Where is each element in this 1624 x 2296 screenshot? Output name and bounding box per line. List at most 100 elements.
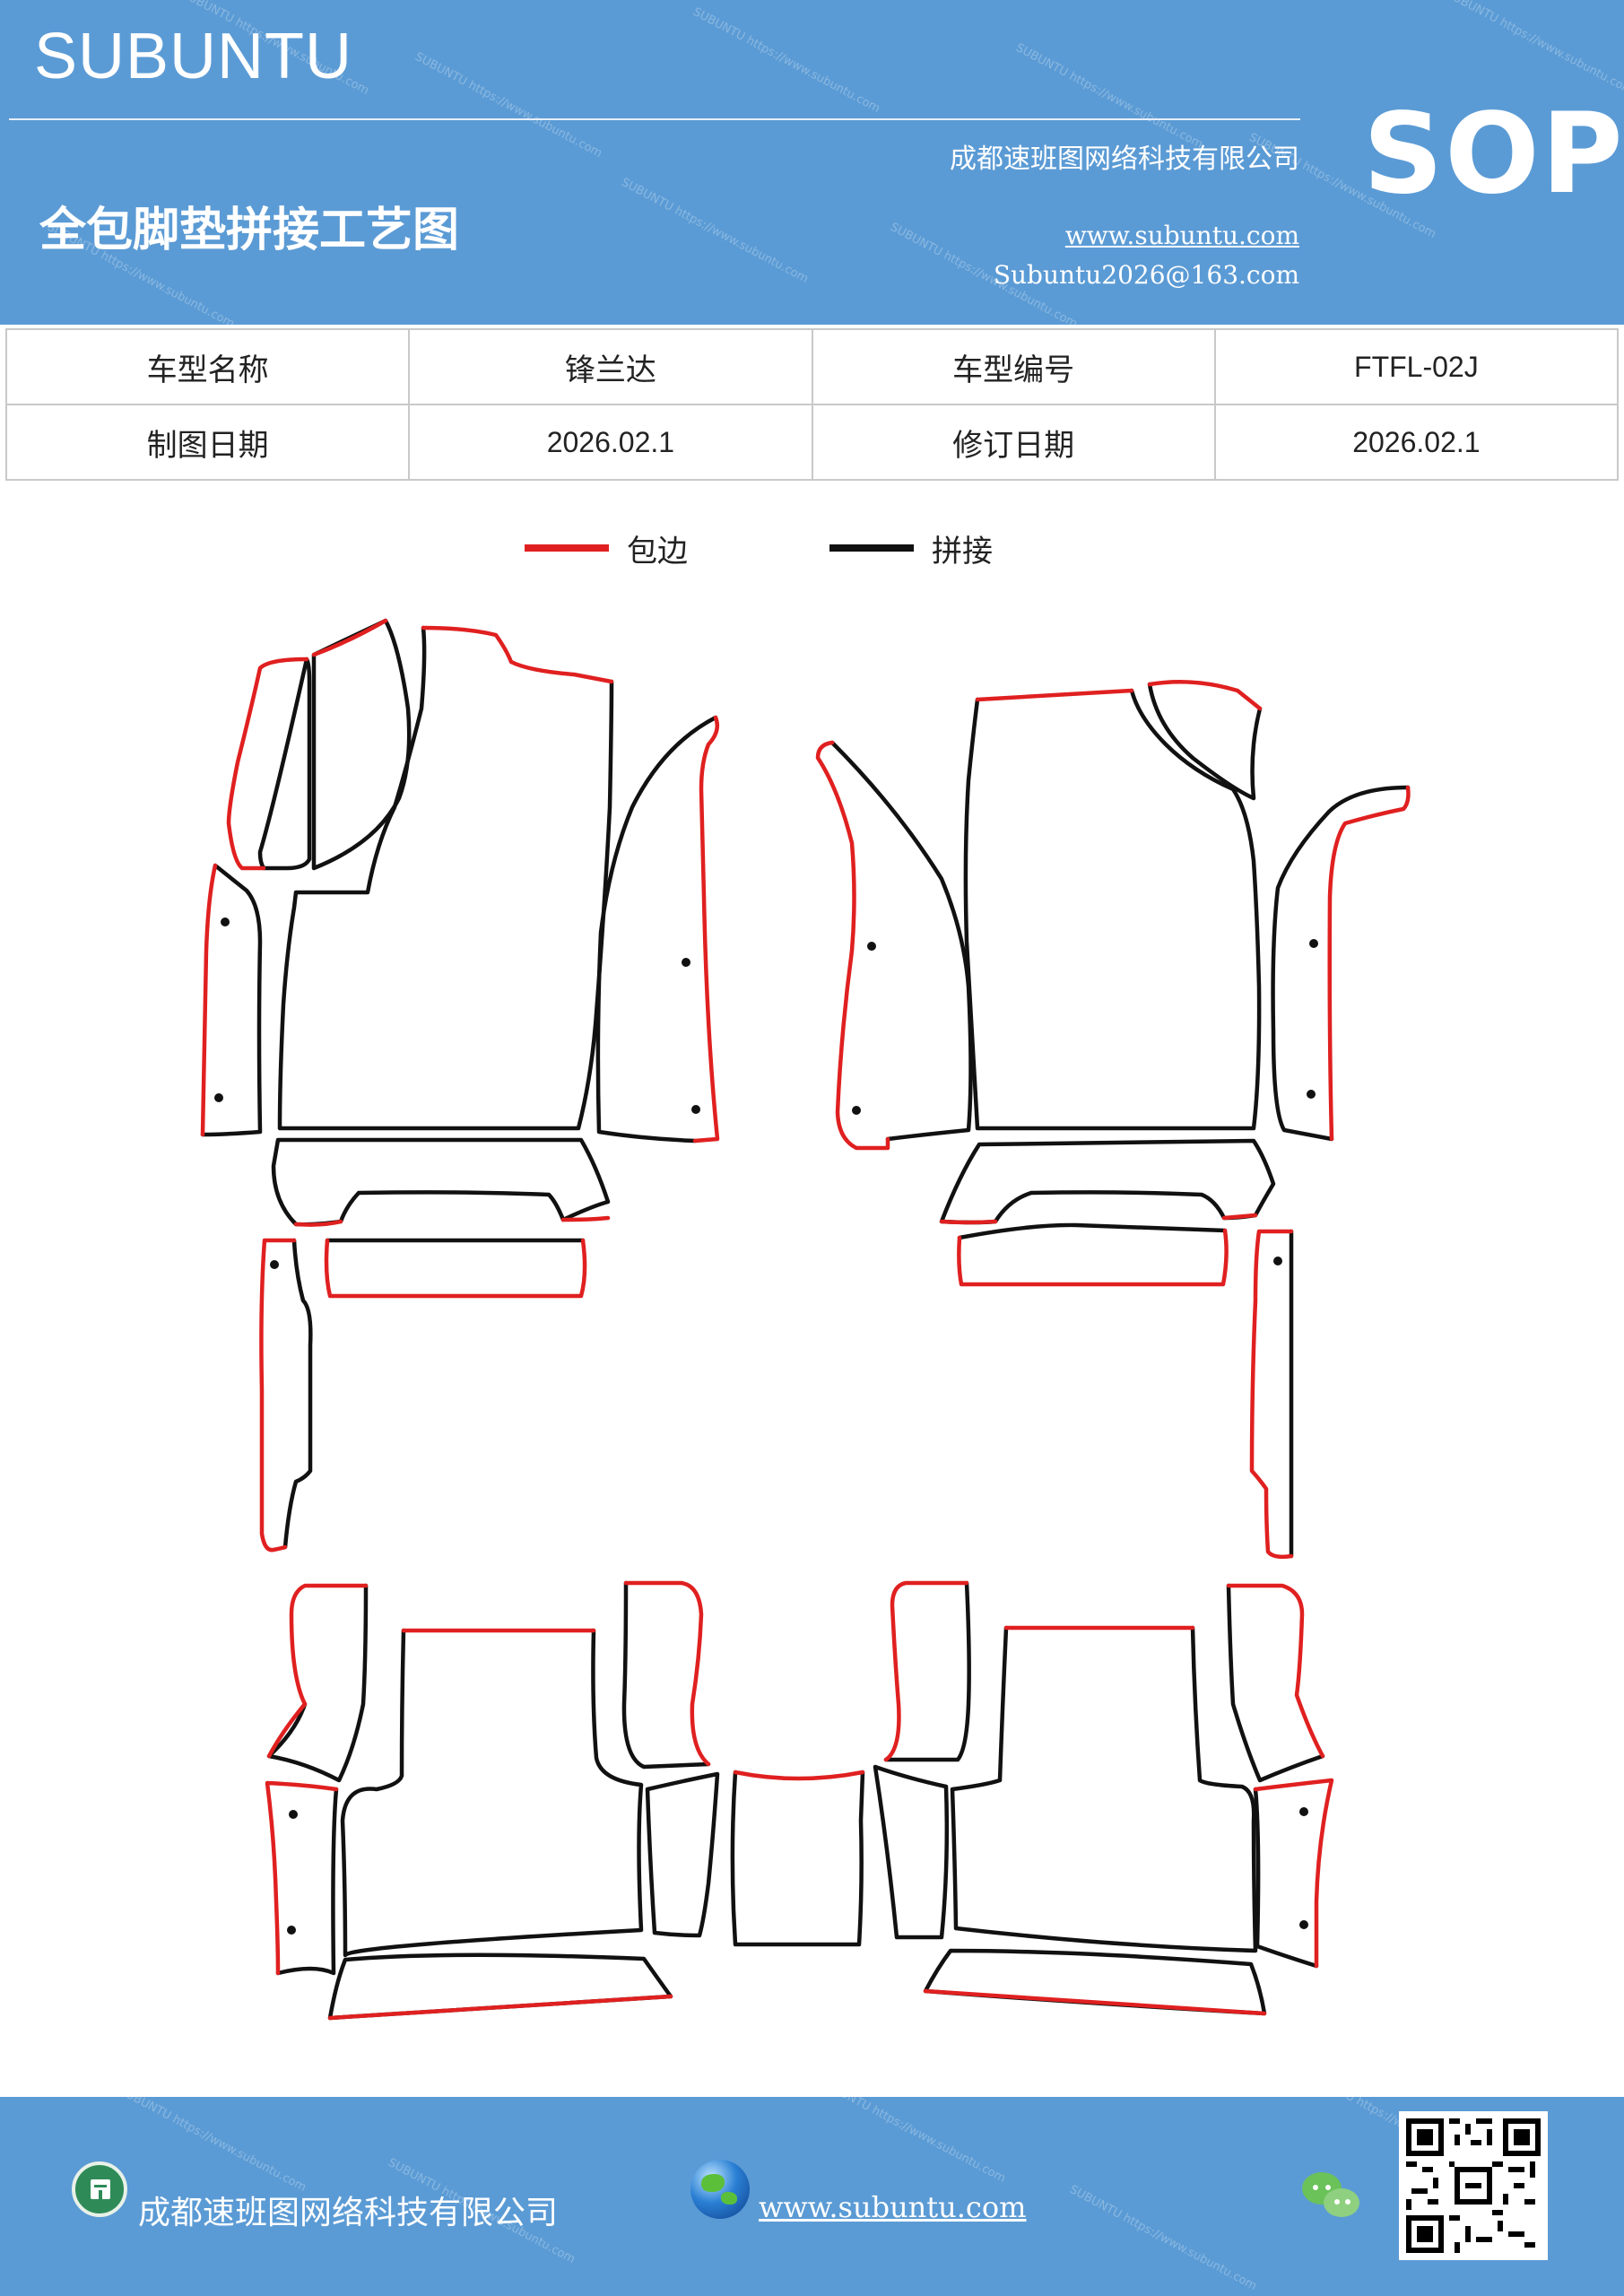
mat-piece-outline — [257, 657, 312, 871]
mat-piece-outline — [950, 1625, 1258, 1953]
front-right-mat-group — [815, 680, 1411, 1560]
mat-clip-hole — [682, 958, 690, 967]
mat-piece-outline — [1226, 1583, 1325, 1783]
mat-piece-outline — [873, 1764, 950, 1940]
rear-right-mat-group — [873, 1580, 1334, 2016]
mat-piece-outline — [266, 1583, 369, 1783]
mat-piece-outline — [282, 1238, 313, 1550]
mat-piece-edge-binding — [733, 1770, 865, 1781]
label-revision-date: 修订日期 — [811, 404, 1216, 481]
company-name: 成都速班图网络科技有限公司 — [950, 144, 1299, 175]
center-hump-mat-group — [730, 1770, 865, 1947]
mat-piece-edge-binding — [265, 1780, 339, 1976]
wechat-icon[interactable] — [1302, 2172, 1365, 2226]
mat-clip-hole — [221, 918, 230, 926]
label-vehicle-name: 车型名称 — [4, 328, 411, 405]
mat-piece-edge-binding — [1327, 785, 1411, 1142]
mat-clip-hole — [287, 1926, 296, 1935]
mat-piece-outline — [957, 1222, 1228, 1240]
mat-piece-edge-binding — [259, 1238, 297, 1552]
mat-clip-hole — [214, 1093, 223, 1102]
mat-piece-edge-binding — [957, 1228, 1229, 1287]
watermark: SUBUNTU https://www.subuntu.com — [413, 49, 604, 161]
watermark: SUBUNTU https://www.subuntu.com — [1444, 0, 1624, 99]
legend-swatch-black — [829, 544, 914, 552]
mat-clip-hole — [1309, 939, 1318, 948]
email-address: Subuntu2026@163.com — [993, 260, 1299, 290]
mat-clip-hole — [1299, 1920, 1308, 1929]
header-banner: SUBUNTU https://www.subuntu.com SUBUNTU … — [0, 0, 1624, 325]
floor-mat-splice-diagram — [200, 618, 1411, 2021]
mat-piece-outline — [271, 1137, 611, 1227]
value-drawing-date: 2026.02.1 — [408, 404, 813, 481]
mat-piece-edge-binding — [421, 625, 614, 684]
qr-code — [1399, 2111, 1548, 2260]
mat-piece-edge-binding — [1253, 1778, 1334, 1969]
vehicle-info-table: 车型名称 锋兰达 车型编号 FTFL-02J 制图日期 2026.02.1 修订… — [4, 328, 1620, 481]
watermark: SUBUNTU https://www.subuntu.com — [619, 175, 811, 287]
mat-piece-edge-binding — [327, 1994, 673, 2021]
page-title: 全包脚垫拼接工艺图 — [39, 203, 460, 257]
mat-piece-edge-binding — [311, 618, 388, 657]
label-vehicle-code: 车型编号 — [811, 328, 1216, 405]
mat-piece-edge-binding — [1221, 1213, 1258, 1221]
front-left-mat-group — [200, 618, 720, 1552]
mat-piece-edge-binding — [324, 1238, 587, 1299]
rear-left-mat-group — [265, 1580, 720, 2021]
mat-piece-edge-binding — [266, 1583, 369, 1759]
watermark: SUBUNTU https://www.subuntu.com — [1013, 40, 1205, 152]
legend-label: 包边 — [627, 533, 688, 570]
mat-piece-outline — [645, 1771, 720, 1938]
value-revision-date: 2026.02.1 — [1213, 404, 1620, 481]
building-icon — [72, 2161, 127, 2217]
table-row: 车型名称 锋兰达 车型编号 FTFL-02J — [4, 328, 1620, 405]
mat-piece-outline — [595, 715, 718, 1144]
footer-website-link[interactable]: www.subuntu.com — [759, 2190, 1027, 2224]
mat-piece-outline — [1271, 785, 1411, 1142]
mat-piece-outline — [939, 1138, 1276, 1225]
mat-clip-hole — [1307, 1090, 1316, 1099]
mat-piece-outline — [275, 1787, 339, 1976]
mat-piece-edge-binding — [560, 1215, 611, 1222]
mat-clip-hole — [867, 942, 876, 951]
globe-icon — [690, 2160, 750, 2219]
mat-piece-outline — [963, 688, 1262, 1131]
mat-clip-hole — [1299, 1807, 1308, 1816]
label-drawing-date: 制图日期 — [4, 404, 411, 481]
mat-piece-outline — [277, 625, 614, 1131]
mat-piece-edge-binding — [692, 715, 720, 1144]
mat-piece-edge-binding — [200, 863, 218, 1137]
legend-item-binding: 包边 — [525, 526, 688, 570]
header-divider — [9, 118, 1300, 120]
mat-clip-hole — [852, 1106, 861, 1115]
mat-piece-edge-binding — [226, 657, 309, 871]
mat-piece-outline — [1253, 1787, 1319, 1969]
mat-piece-outline — [883, 1580, 971, 1762]
mat-piece-outline — [200, 863, 263, 1137]
mat-piece-outline — [730, 1770, 865, 1947]
footer-banner: SUBUNTU https://www.subuntu.com SUBUNTU … — [0, 2097, 1624, 2296]
watermark: SUBUNTU https://www.subuntu.com — [1067, 2182, 1259, 2294]
brand-logo-text: SUBUNTU — [34, 21, 353, 92]
mat-clip-hole — [289, 1810, 298, 1819]
mat-clip-hole — [691, 1105, 700, 1114]
watermark: SUBUNTU https://www.subuntu.com — [117, 2097, 308, 2196]
footer-company-name: 成都速班图网络科技有限公司 — [138, 2195, 559, 2231]
mat-piece-outline — [340, 1628, 644, 1958]
mat-piece-edge-binding — [1249, 1229, 1294, 1560]
website-link[interactable]: www.subuntu.com — [1064, 221, 1299, 250]
value-vehicle-name: 锋兰达 — [408, 328, 813, 405]
mat-clip-hole — [270, 1260, 279, 1269]
mat-piece-edge-binding — [1226, 1583, 1325, 1759]
mat-piece-outline — [621, 1580, 711, 1770]
mat-piece-edge-binding — [623, 1580, 711, 1767]
mat-piece-outline — [1147, 682, 1263, 801]
legend-item-seam: 拼接 — [829, 526, 993, 570]
watermark: SUBUNTU https://www.subuntu.com — [690, 4, 882, 117]
table-row: 制图日期 2026.02.1 修订日期 2026.02.1 — [4, 404, 1620, 481]
watermark: SUBUNTU https://www.subuntu.com — [816, 2097, 1008, 2187]
mat-piece-edge-binding — [975, 688, 1134, 702]
legend-label: 拼接 — [932, 533, 993, 570]
mat-piece-edge-binding — [883, 1580, 969, 1762]
mat-piece-edge-binding — [815, 740, 890, 1151]
